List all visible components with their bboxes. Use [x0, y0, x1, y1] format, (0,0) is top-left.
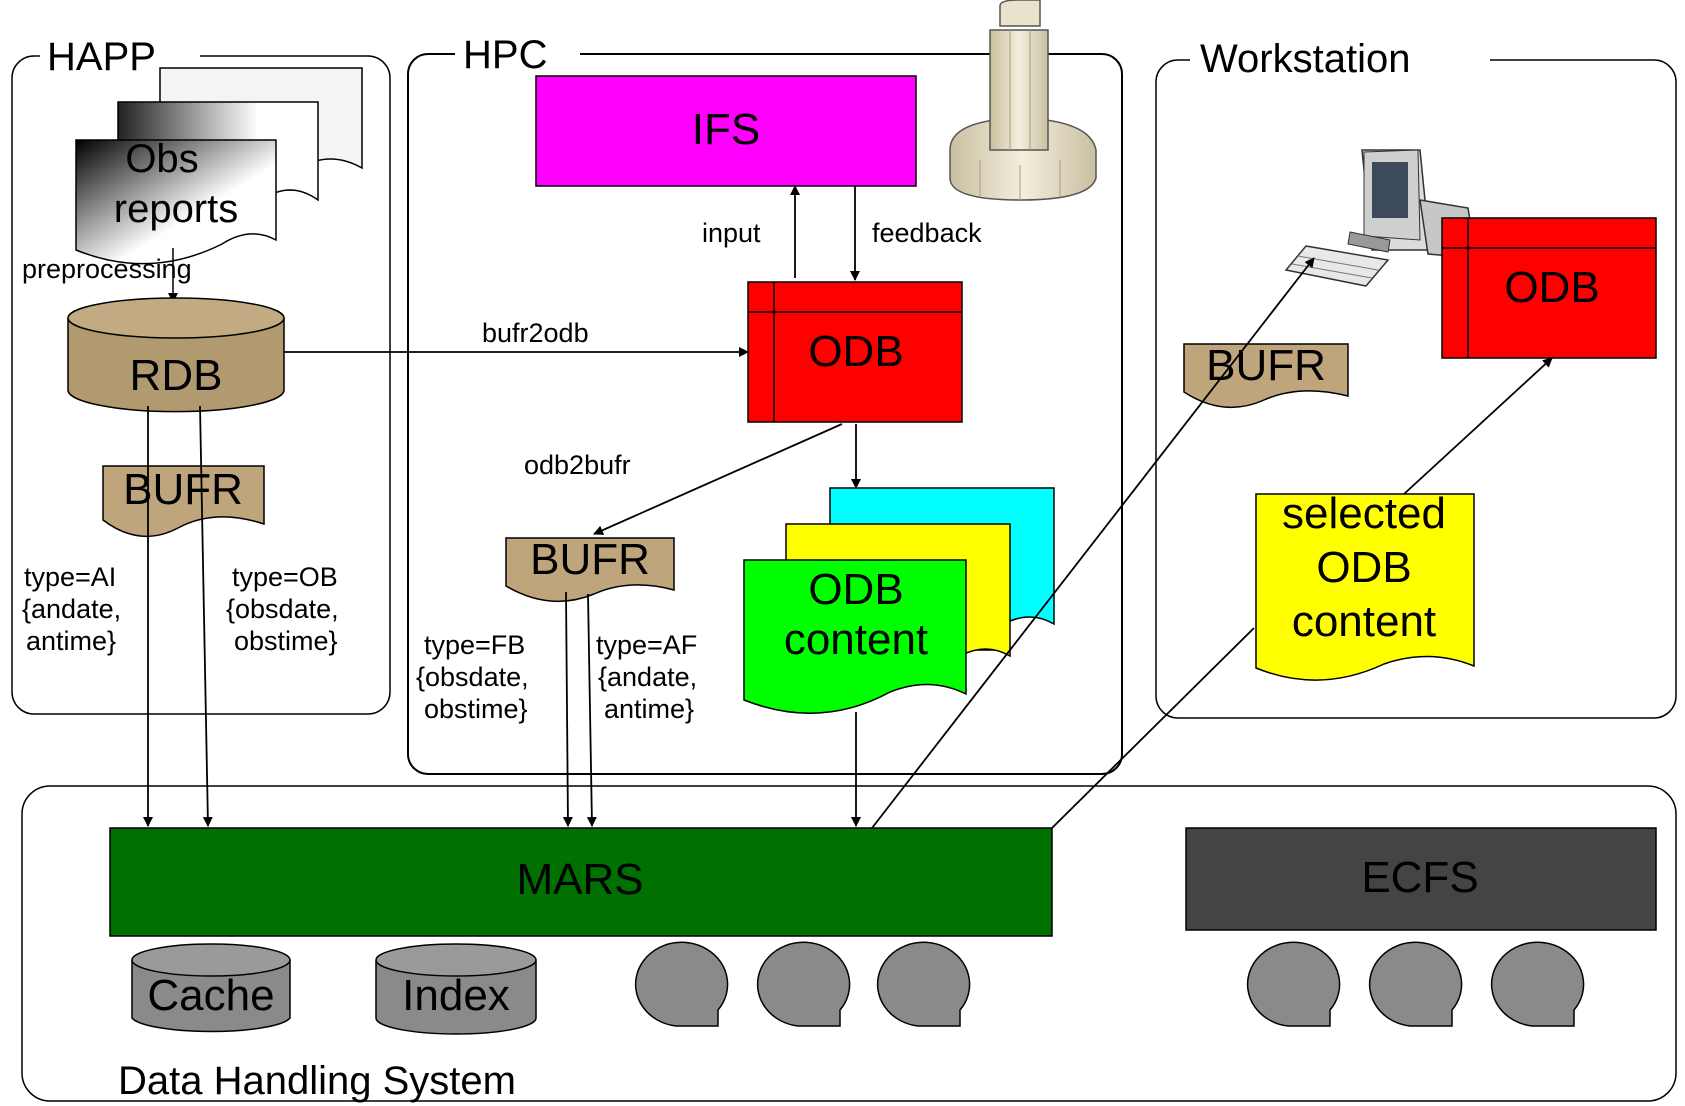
svg-text:{andate,: {andate,: [598, 662, 697, 692]
ifs-box: IFS: [535, 75, 917, 187]
svg-text:obstime}: obstime}: [234, 626, 338, 656]
selected-line3: content: [1292, 597, 1436, 646]
ws-bufr-shape: BUFR: [1183, 341, 1349, 409]
supercomputer-icon: [949, 0, 1097, 201]
index-label: Index: [402, 971, 510, 1020]
svg-text:{obsdate,: {obsdate,: [226, 594, 339, 624]
svg-text:{andate,: {andate,: [22, 594, 121, 624]
hpc-panel: HPC: [407, 32, 1123, 775]
svg-text:{obsdate,: {obsdate,: [416, 662, 529, 692]
selected-to-ws-odb-arrow: [1403, 357, 1553, 495]
hpc-title: HPC: [463, 33, 547, 77]
cache-label: Cache: [147, 971, 274, 1020]
ecfs-label: ECFS: [1361, 853, 1478, 902]
mars-label: MARS: [516, 855, 643, 904]
mars-to-workstation-arrow: [871, 257, 1315, 829]
mars-to-selected-line: [1051, 627, 1255, 829]
hpc-odb-label: ODB: [808, 327, 903, 376]
type-fb-label: type=FB {obsdate, obstime}: [416, 630, 529, 724]
ws-bufr-label: BUFR: [1206, 341, 1326, 390]
svg-text:type=AF: type=AF: [596, 630, 697, 660]
obs-label-line2: reports: [114, 187, 239, 231]
type-ai-label: type=AI {andate, antime}: [22, 562, 121, 656]
ecfs-box: ECFS: [1185, 827, 1657, 931]
ws-odb-table: ODB: [1441, 217, 1657, 359]
type-ob-arrow: [199, 405, 213, 827]
type-fb-arrow: [562, 591, 573, 827]
svg-text:antime}: antime}: [604, 694, 694, 724]
dhs-title: Data Handling System: [118, 1059, 516, 1103]
hpc-bufr-shape: BUFR: [505, 535, 675, 603]
svg-text:obstime}: obstime}: [424, 694, 528, 724]
feedback-label: feedback: [872, 218, 982, 248]
type-ob-label: type=OB {obsdate, obstime}: [226, 562, 339, 656]
hpc-odb-table: ODB: [747, 281, 963, 423]
ifs-label: IFS: [692, 105, 760, 154]
obs-label-line1: Obs: [125, 137, 198, 181]
rdb-label: RDB: [130, 351, 223, 400]
workstation-panel: Workstation: [1155, 36, 1677, 719]
ecfs-tape-3-icon: [1490, 941, 1585, 1027]
happ-bufr-label: BUFR: [123, 465, 243, 514]
odb-content-documents: ODB content: [743, 487, 1055, 714]
bufr2odb-label: bufr2odb: [482, 318, 589, 348]
mars-tape-1-icon: [634, 941, 729, 1027]
odb-content-line2: content: [784, 615, 928, 664]
svg-text:type=AI: type=AI: [24, 562, 116, 592]
ecfs-tape-2-icon: [1368, 941, 1463, 1027]
happ-title: HAPP: [47, 35, 156, 79]
index-database: Index: [375, 943, 537, 1035]
selected-line2: ODB: [1316, 543, 1411, 592]
workstation-title: Workstation: [1200, 37, 1410, 81]
selected-line1: selected: [1282, 489, 1446, 538]
happ-bufr-shape: BUFR: [102, 465, 265, 538]
svg-text:type=OB: type=OB: [232, 562, 338, 592]
odb-content-line1: ODB: [808, 565, 903, 614]
rdb-database: RDB: [67, 297, 285, 413]
mars-tape-3-icon: [876, 941, 971, 1027]
mars-box: MARS: [109, 827, 1053, 937]
mars-tape-2-icon: [756, 941, 851, 1027]
selected-odb-content-document: selected ODB content: [1255, 489, 1475, 681]
svg-text:antime}: antime}: [26, 626, 116, 656]
hpc-bufr-label: BUFR: [530, 535, 650, 584]
ecfs-tape-1-icon: [1246, 941, 1341, 1027]
odb2bufr-arrow: [593, 423, 843, 535]
type-af-arrow: [586, 593, 597, 827]
cache-database: Cache: [131, 943, 291, 1033]
type-af-label: type=AF {andate, antime}: [596, 630, 697, 724]
obs-reports-document: Obs reports: [75, 67, 363, 265]
svg-text:type=FB: type=FB: [424, 630, 525, 660]
preprocessing-label: preprocessing: [22, 254, 192, 284]
input-label: input: [702, 218, 761, 248]
odb2bufr-label: odb2bufr: [524, 450, 631, 480]
ws-odb-label: ODB: [1504, 263, 1599, 312]
data-handling-system-panel: Data Handling System: [21, 785, 1677, 1103]
